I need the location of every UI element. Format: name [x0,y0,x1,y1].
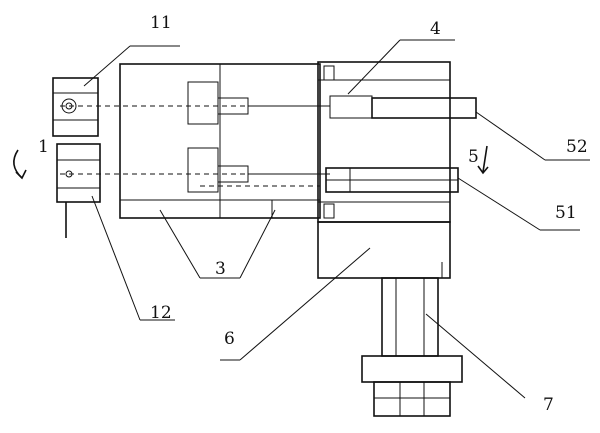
label-5: 5 [468,147,479,167]
label-1: 1 [38,137,49,157]
arrow-5-head [477,165,489,175]
leader-lines [83,39,590,399]
block-6 [317,221,451,279]
label-51: 51 [555,203,577,223]
rotation-arrowhead-1 [15,169,27,180]
label-3: 3 [215,259,226,279]
label-52: 52 [566,137,588,157]
frame-4 [317,61,451,223]
label-6: 6 [224,329,235,349]
main-housing [119,63,321,219]
arm-52 [329,95,477,119]
arrow-5-shaft [482,145,488,173]
label-11: 11 [150,13,172,33]
label-12: 12 [150,303,172,323]
arm-51 [325,167,459,193]
motor-7 [361,277,463,417]
clamp-block-11 [52,77,99,137]
label-4: 4 [430,19,441,39]
clamp-block-12 [56,143,101,238]
label-7: 7 [543,395,554,415]
shaft-upper [217,97,330,115]
shaft-lower [217,165,330,183]
